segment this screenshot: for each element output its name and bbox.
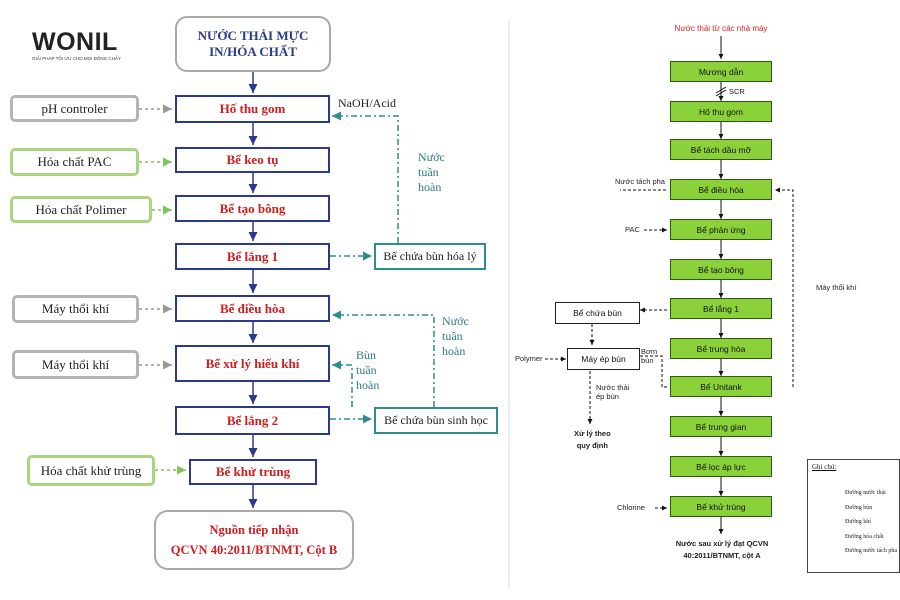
logo-wordmark: WONIL (32, 28, 118, 56)
r-step-be-lang-1: Bể lắng 1 (670, 298, 772, 319)
legend-item-sludge: Đường bùn (845, 505, 873, 511)
source-box: NƯỚC THẢI MỰC IN/HÓA CHẤT (175, 16, 331, 72)
r-step-muong-dan: Mương dẫn (670, 61, 772, 82)
input-blower-1: Máy thổi khí (12, 295, 139, 323)
logo: WONIL GIẢI PHÁP TỐI ƯU CHO MỌI ĐÔNG CHẢY (32, 28, 142, 68)
r-label-chlorine: Chlorine (617, 503, 645, 512)
step-be-tao-bong: Bể tạo bông (175, 195, 330, 222)
r-label-pac: PAC (625, 225, 640, 234)
r-step-ho-thu-gom: Hố thu gom (670, 101, 772, 122)
label-sludge-recycle: Bùn tuần hoàn (356, 348, 380, 392)
source-line1: NƯỚC THẢI MỰC (197, 28, 309, 43)
r-step-be-unitank: Bể Unitank (670, 376, 772, 397)
label-naoh: NaOH/Acid (338, 96, 396, 110)
step-ho-thu-gom: Hố thu gom (175, 95, 330, 123)
sludge-tank-biological: Bể chứa bùn sinh học (374, 407, 498, 434)
input-disinfectant: Hóa chất khử trùng (27, 455, 155, 486)
label-recycle-water-1: Nước tuần hoàn (418, 150, 445, 194)
input-pac: Hóa chất PAC (10, 148, 139, 176)
step-be-keo-tu: Bể keo tụ (175, 147, 330, 173)
r-step-be-dieu-hoa: Bể điều hòa (670, 179, 772, 200)
input-polimer: Hóa chất Polimer (10, 196, 152, 223)
step-be-xu-ly-hieu-khi: Bể xử lý hiếu khí (175, 345, 330, 382)
r-label-pump-sludge: Bơm bùn (641, 347, 658, 365)
right-source-label: Nước thải từ các nhà máy (674, 24, 768, 33)
r-label-press-water: Nước thải ép bùn (596, 383, 630, 401)
r-output-label: Nước sau xử lý đạt QCVN 40:2011/BTNMT, c… (675, 539, 769, 560)
r-label-separated-water: Nước tách pha (615, 177, 665, 186)
r-step-be-tach-dau-mo: Bể tách dầu mỡ (670, 139, 772, 160)
step-be-khu-trung: Bể khử trùng (189, 459, 317, 485)
legend-title: Ghi chú: (812, 463, 837, 471)
legend-item-chemical: Đường hóa chất (845, 534, 884, 540)
step-be-dieu-hoa: Bể điều hòa (175, 295, 330, 322)
r-label-polymer: Polymer (515, 354, 543, 363)
r-step-be-phan-ung: Bể phản ứng (670, 219, 772, 240)
r-step-be-trung-gian: Bể trung gian (670, 416, 772, 437)
r-step-be-khu-trung: Bể khử trùng (670, 496, 772, 517)
input-blower-2: Máy thổi khí (12, 350, 139, 379)
r-label-scr: SCR (729, 87, 745, 96)
input-ph-controller: pH controler (10, 95, 139, 122)
r-step-be-trung-hoa: Bể trung hòa (670, 338, 772, 359)
source-line2: IN/HÓA CHẤT (209, 44, 297, 59)
r-step-be-loc-ap-luc: Bể lọc áp lực (670, 456, 772, 477)
r-sludge-press: Máy ép bùn (567, 348, 640, 370)
logo-tagline: GIẢI PHÁP TỐI ƯU CHO MỌI ĐÔNG CHẢY (32, 56, 121, 61)
step-be-lang-1: Bể lắng 1 (175, 243, 330, 270)
legend-box: Ghi chú: Đường nước thải Đường bùn Đường… (807, 459, 900, 573)
output-line2: QCVN 40:2011/BTNMT, Cột B (170, 543, 338, 557)
label-recycle-water-2: Nước tuần hoàn (442, 314, 469, 358)
legend-item-wastewater: Đường nước thải (845, 490, 886, 496)
output-line1: Nguồn tiếp nhận (209, 523, 299, 537)
step-be-lang-2: Bể lắng 2 (175, 406, 330, 435)
r-label-blower: Máy thổi khí (816, 283, 857, 292)
legend-item-air: Đường khí (845, 519, 871, 525)
sludge-tank-chemical: Bể chứa bùn hóa lý (374, 243, 486, 270)
receiving-source-box: Nguồn tiếp nhận QCVN 40:2011/BTNMT, Cột … (154, 510, 354, 570)
r-step-be-tao-bong: Bể tạo bông (670, 259, 772, 280)
r-label-disposal: Xử lý theo quy định (574, 429, 611, 450)
r-sludge-tank: Bể chứa bùn (555, 302, 640, 324)
legend-item-separated: Đường nước tách pha (845, 548, 898, 554)
